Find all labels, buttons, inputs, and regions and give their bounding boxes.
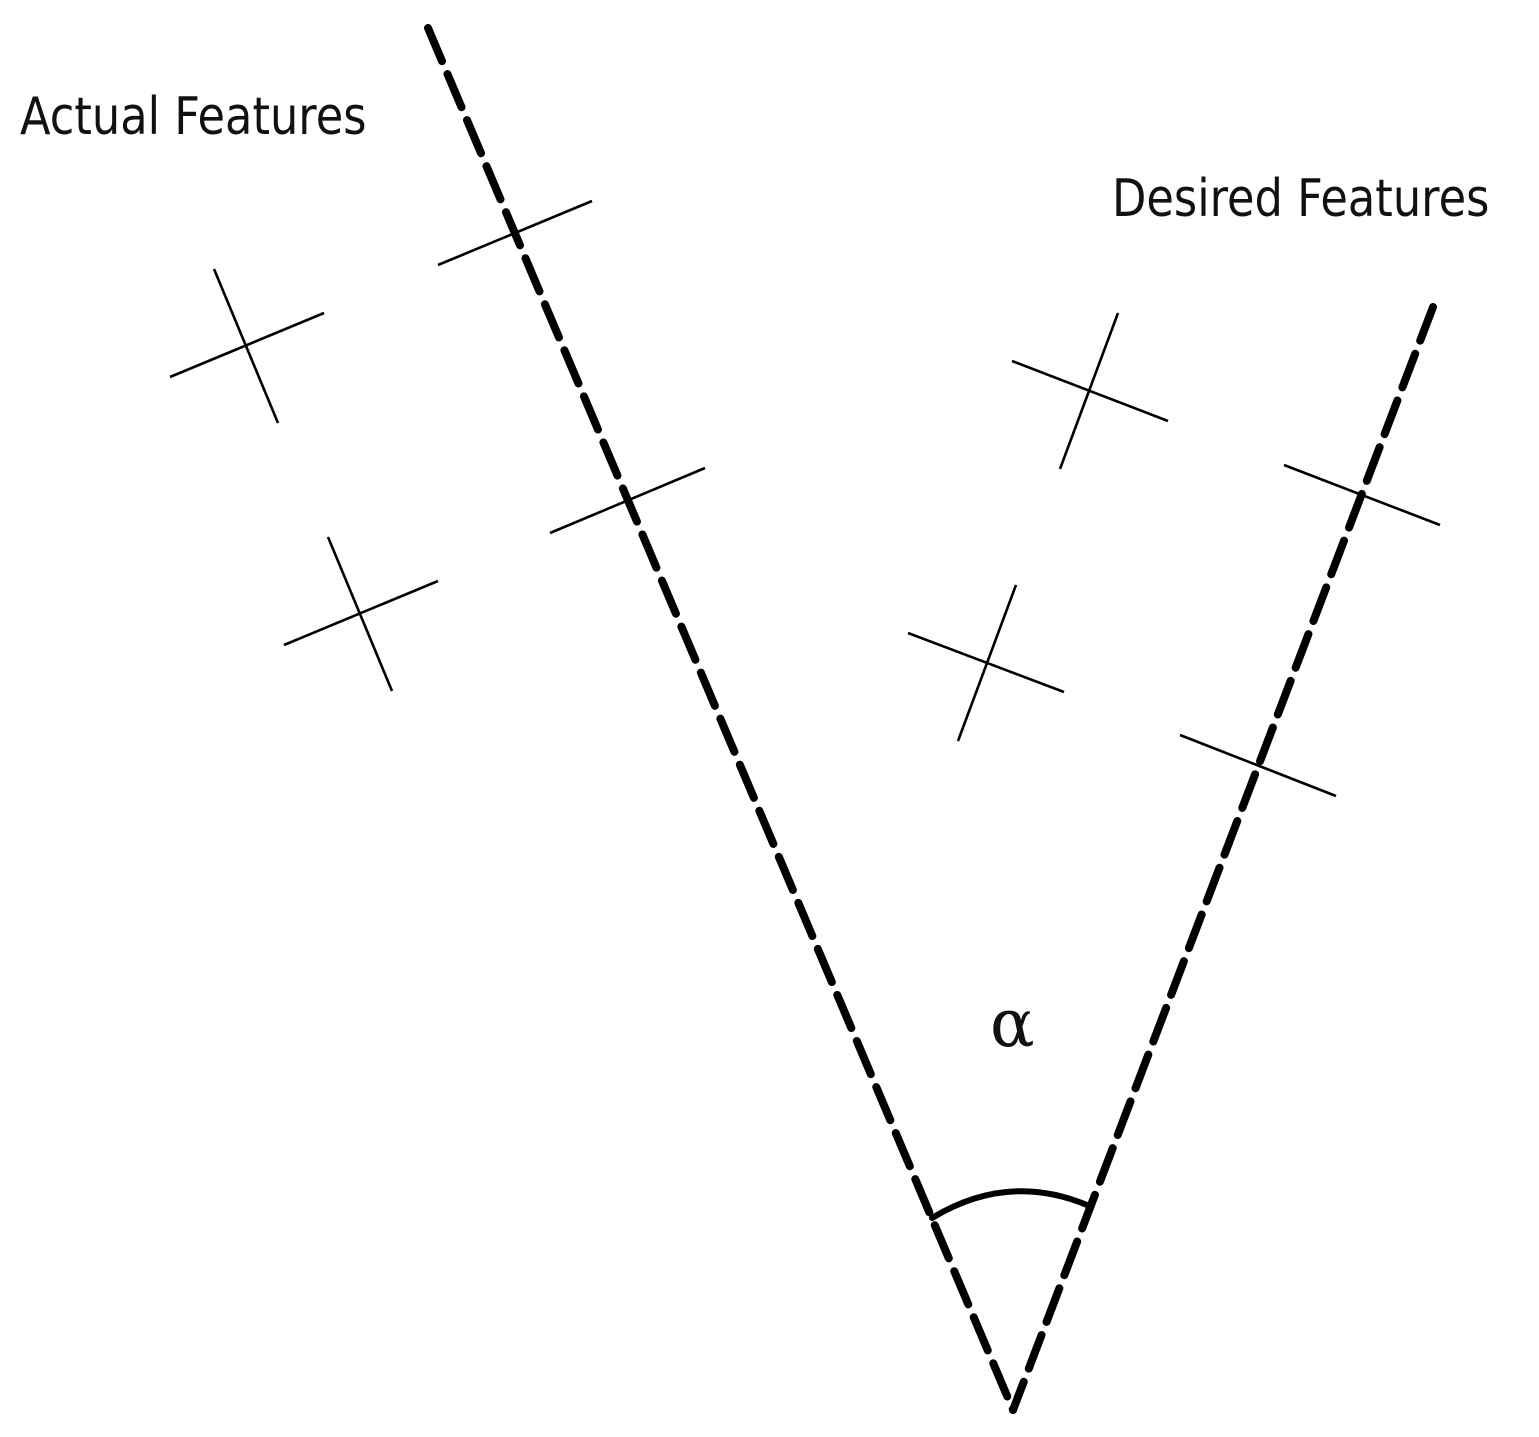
desired-feature-marker [907,584,1065,742]
desired-features-label: Desired Features [1112,169,1489,229]
actual-feature-marker [549,466,706,535]
actual-feature-marker [437,199,593,267]
actual-features-label: Actual Features [20,87,367,147]
desired-features-ray [1009,303,1437,1414]
actual-feature-marker [169,268,325,424]
desired-feature-marker [1179,733,1337,798]
angle-arc [929,1188,1090,1221]
actual-features-ray [424,24,1017,1414]
actual-feature-marker [283,536,439,692]
angle-alpha-label: α [990,985,1035,1062]
desired-feature-marker [1011,312,1169,470]
desired-feature-marker [1283,463,1441,527]
